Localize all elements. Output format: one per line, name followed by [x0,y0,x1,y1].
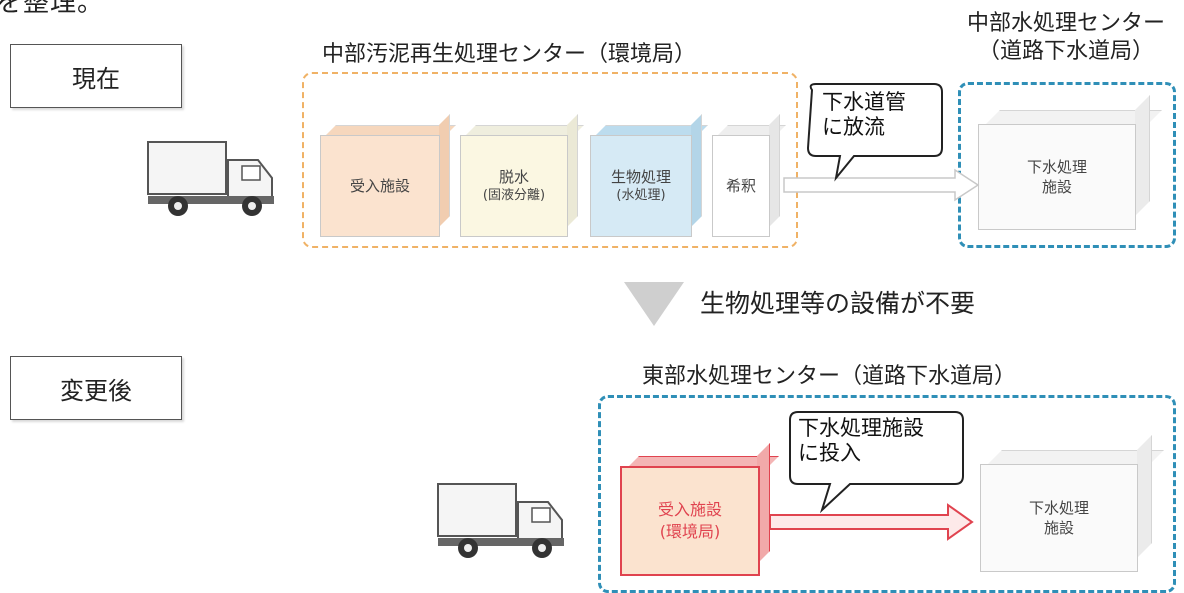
sewer-facility-box-top: 下水処理 施設 [978,95,1162,230]
dilution-label: 希釈 [725,176,756,195]
middle-message: 生物処理等の設備が不要 [700,289,976,318]
speech-bubble-bottom [789,411,964,514]
truck-icon-top [147,141,274,216]
truck-icon-bottom [437,483,564,558]
receiving-bottom-line2: (環境局) [659,522,721,541]
receiving-facility-bottom-box: 受入施設 (環境局) [620,443,779,576]
receiving-facility-label: 受入施設 [349,176,410,195]
chubu-water-center-line2: （道路下水道局） [977,38,1154,64]
receiving-bottom-line1: 受入施設 [657,500,722,520]
sewer-facility-box-bottom: 下水処理 施設 [980,435,1164,572]
bio-treatment-label: 生物処理 [610,168,671,187]
bubble-top-line1: 下水道管 [822,90,906,114]
bio-treatment-sub-label: (水処理) [616,188,666,204]
flow-arrow-bottom [769,503,974,541]
bubble-bottom-line1: 下水処理施設 [798,416,924,440]
chubu-sludge-center-heading: 中部汚泥再生処理センター（環境局） [322,42,697,67]
bubble-top-text: 下水道管 に放流 [822,90,906,140]
tobu-water-center-heading: 東部水処理センター（道路下水道局） [642,364,1017,389]
down-arrow-icon [624,282,684,326]
bubble-top-line2: に放流 [822,115,885,140]
dewatering-label: 脱水 [498,168,529,187]
sewer-facility-bottom-line1: 下水処理 [1028,498,1089,517]
sewer-facility-bottom-line2: 施設 [1043,519,1074,537]
chubu-water-center-group [958,82,1176,248]
chubu-water-center-line1: 中部水処理センター [966,11,1165,36]
sludge-center-group [302,72,798,248]
speech-bubble-top [806,83,943,182]
bubble-bottom-text: 下水処理施設 に投入 [798,416,924,466]
bubble-bottom-line2: に投入 [798,441,861,466]
dewatering-box: 脱水 (固液分離) [460,114,584,237]
bio-treatment-box: 生物処理 (水処理) [590,114,708,237]
sewer-facility-top-line2: 施設 [1041,178,1072,196]
sewer-facility-top-line1: 下水処理 [1026,157,1087,176]
receiving-facility-box: 受入施設 [320,114,456,237]
dewatering-sub-label: (固液分離) [482,188,546,204]
dilution-box: 希釈 [712,114,786,237]
current-label-box: 現在 [10,44,182,108]
corner-title: を整理。 [0,0,105,18]
flow-arrow-top [783,168,980,202]
tobu-water-center-group [598,395,1176,593]
after-label-box: 変更後 [10,356,182,420]
chubu-water-center-heading: 中部水処理センター （道路下水道局） [948,10,1184,65]
